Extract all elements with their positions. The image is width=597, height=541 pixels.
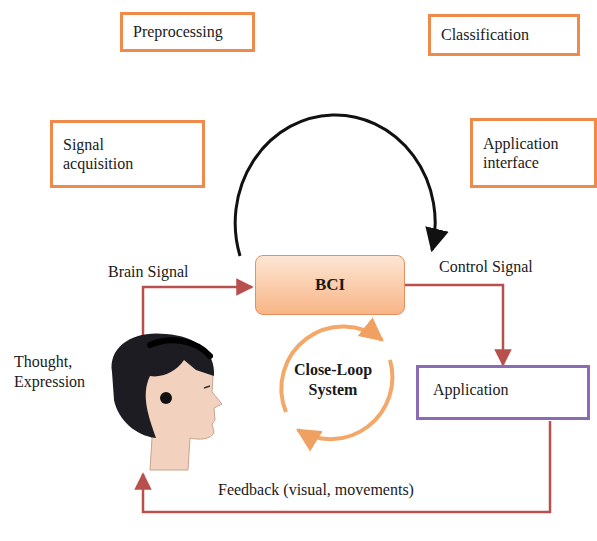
head-illustration <box>112 333 222 470</box>
text-label: Close-Loop System <box>283 360 383 400</box>
process-box: Classification <box>428 14 580 56</box>
box-label: Signal acquisition <box>63 135 158 173</box>
text-label: Brain Signal <box>108 262 188 282</box>
text-label: Feedback (visual, movements) <box>218 480 414 500</box>
process-cycle-arc <box>235 115 435 256</box>
loop-arrow <box>281 326 382 412</box>
box-label: Preprocessing <box>133 22 223 41</box>
box-label: Application interface <box>483 134 584 172</box>
bci-box: BCI <box>255 255 405 315</box>
signal-connector <box>405 285 503 365</box>
box-label: Application <box>433 380 509 399</box>
text-label: Thought, Expression <box>14 352 100 392</box>
process-box: Application interface <box>470 118 597 188</box>
process-box: Signal acquisition <box>50 120 205 188</box>
edge-label: Control Signal <box>439 257 533 277</box>
box-label: BCI <box>315 275 345 295</box>
process-box: Preprocessing <box>120 12 255 52</box>
application-box: Application <box>416 365 590 420</box>
box-label: Classification <box>441 25 529 44</box>
